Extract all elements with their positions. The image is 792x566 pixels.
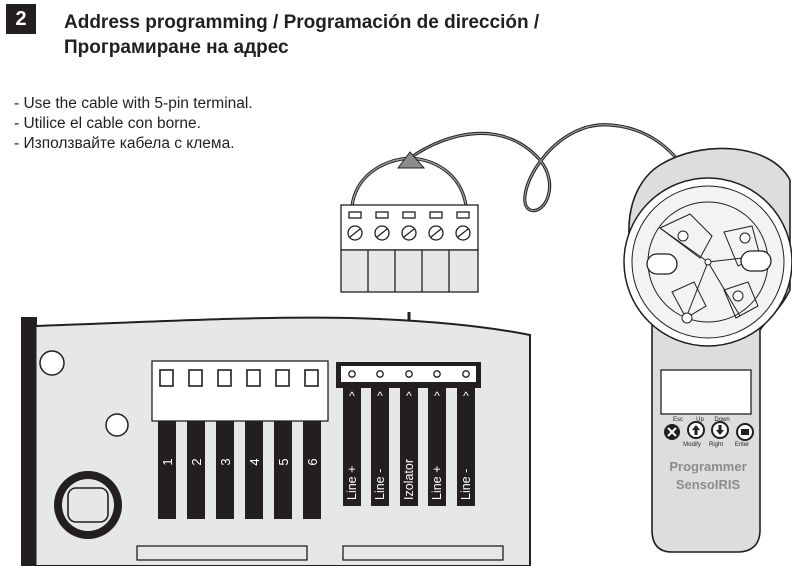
caret-mark: ^ xyxy=(377,389,383,403)
dip-label: 1 xyxy=(160,458,175,465)
board-bottom-slot xyxy=(136,545,308,561)
programmer-device xyxy=(623,147,792,553)
button-top-label: Up xyxy=(696,417,704,423)
cable-gland xyxy=(54,471,122,539)
dip-label: 3 xyxy=(218,458,233,465)
board-bottom-slot xyxy=(342,545,504,561)
button-bottom-label: Modify xyxy=(683,442,701,448)
terminal-label: Line + xyxy=(345,466,359,500)
dip-switch-block xyxy=(151,360,329,422)
esc-button[interactable] xyxy=(664,424,680,440)
mounting-hole xyxy=(39,350,65,376)
terminal-label: Line - xyxy=(373,469,387,500)
terminal-label: Izolator xyxy=(402,459,416,500)
step-number-badge: 2 xyxy=(6,4,36,34)
terminal-label-strips xyxy=(343,388,475,506)
mounting-hole xyxy=(105,413,129,437)
down-button[interactable] xyxy=(711,421,729,439)
caret-mark: ^ xyxy=(463,389,469,403)
dip-label-strips xyxy=(158,421,321,519)
cross-icon xyxy=(667,427,677,437)
instruction-item: - Използвайте кабела с клема. xyxy=(14,135,235,152)
cable-sheath xyxy=(397,151,426,169)
terminal-label: Line - xyxy=(459,469,473,500)
button-top-label: Down xyxy=(714,417,729,423)
enter-icon xyxy=(741,429,749,435)
five-pin-terminal-block xyxy=(340,204,479,293)
caret-mark: ^ xyxy=(434,389,440,403)
programmer-name: Programmer xyxy=(669,459,746,474)
dip-label: 4 xyxy=(247,458,262,465)
dip-label: 2 xyxy=(189,458,204,465)
page-title: Address programming / Programación de di… xyxy=(64,10,764,60)
board-connector xyxy=(336,362,481,388)
arrow-down-icon xyxy=(716,425,724,435)
up-button[interactable] xyxy=(687,421,705,439)
instruction-item: - Utilice el cable con borne. xyxy=(14,115,201,132)
programmer-button-row: Esc Up Down Modify Right Enter xyxy=(673,417,749,448)
button-bottom-label: Right xyxy=(709,442,723,448)
button-top-label: Esc xyxy=(673,417,683,423)
title-line-2: Програмиране на адрес xyxy=(64,37,289,58)
terminal-screw-row xyxy=(347,211,471,241)
dip-label: 5 xyxy=(276,458,291,465)
instruction-list: - Use the cable with 5-pin terminal. - U… xyxy=(14,94,253,154)
instruction-item: - Use the cable with 5-pin terminal. xyxy=(14,95,253,112)
title-line-1: Address programming / Programación de di… xyxy=(64,12,540,33)
programmer-display xyxy=(660,369,752,415)
enter-button[interactable] xyxy=(736,423,754,441)
dip-label: 6 xyxy=(305,458,320,465)
board-left-edge xyxy=(22,318,36,566)
caret-mark: ^ xyxy=(349,389,355,403)
programmer-model: SensoIRIS xyxy=(676,477,741,492)
terminal-label: Line + xyxy=(430,466,444,500)
arrow-up-icon xyxy=(692,425,700,435)
caret-mark: ^ xyxy=(406,389,412,403)
button-bottom-label: Enter xyxy=(735,442,749,448)
